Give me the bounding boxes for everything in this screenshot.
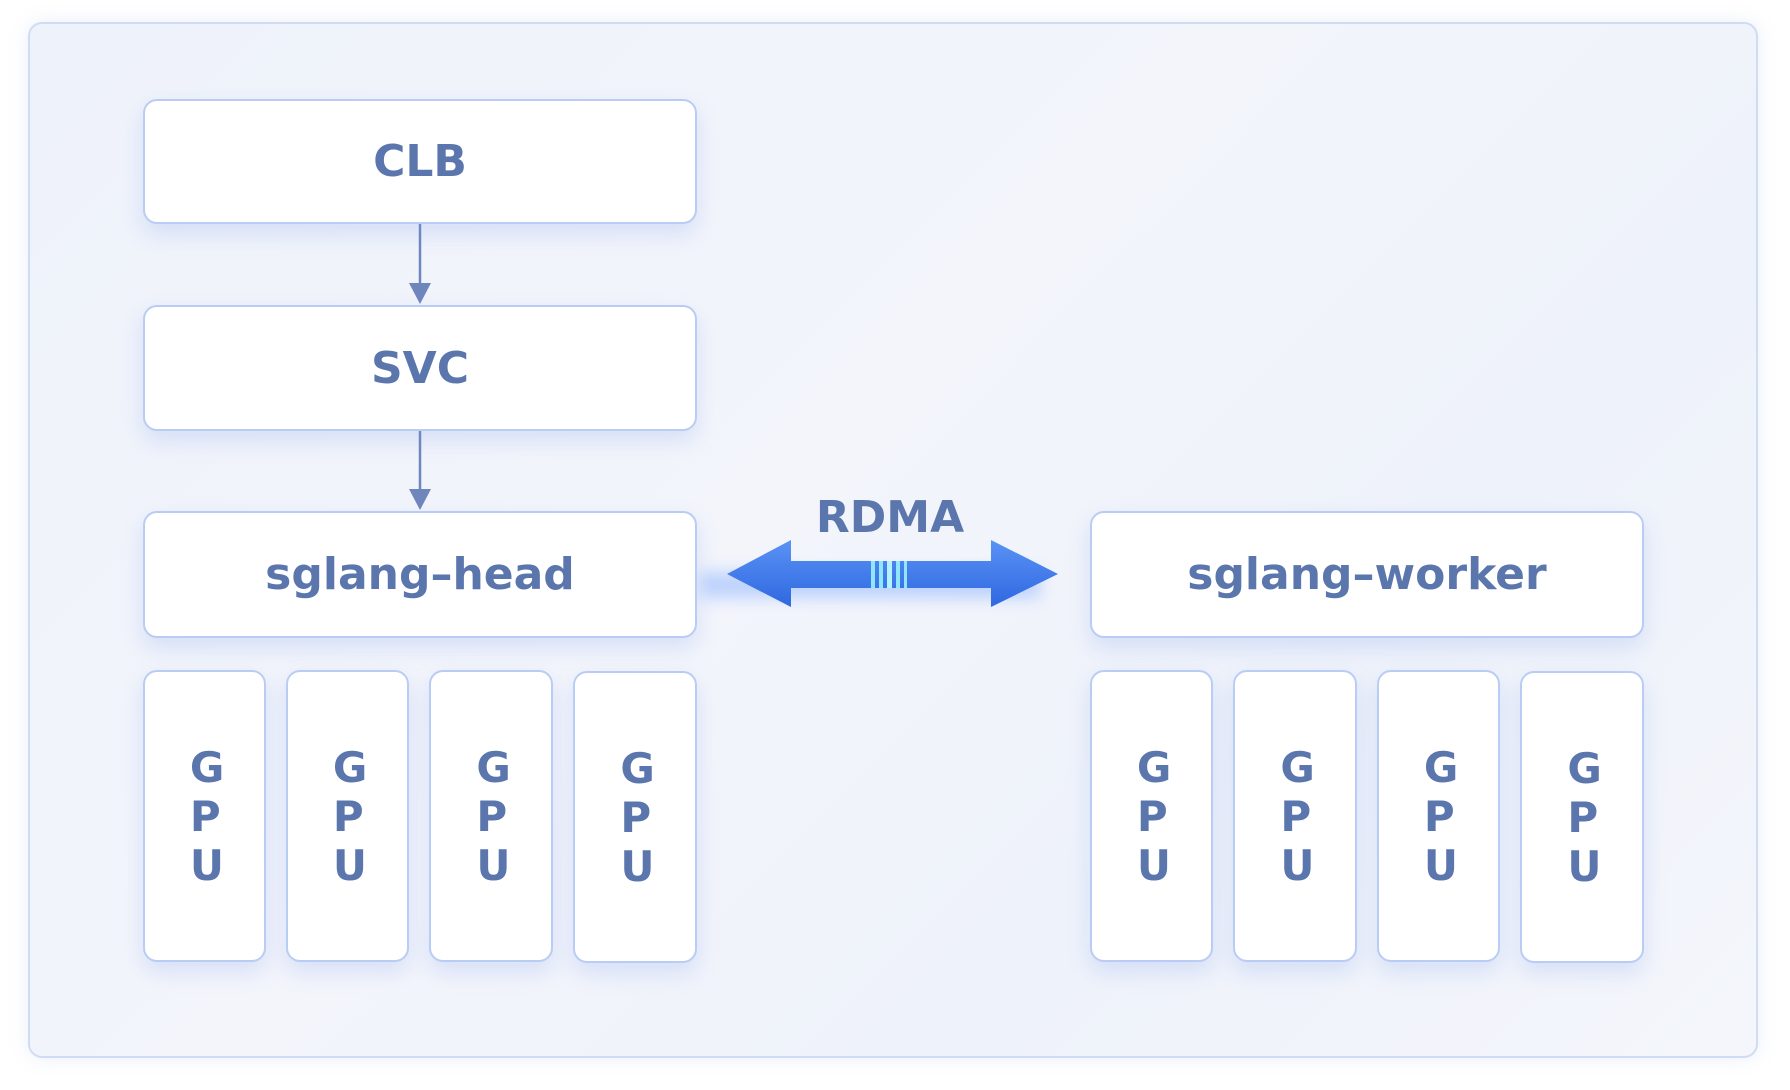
worker-gpu-4-label: GPU <box>1567 743 1602 891</box>
arrow-svc-to-head <box>409 431 431 510</box>
head-gpu-3: GPU <box>429 670 553 962</box>
head-gpu-1-label: GPU <box>189 742 225 890</box>
rdma-label: RDMA <box>815 492 965 543</box>
head-gpu-2: GPU <box>286 670 409 962</box>
worker-gpu-2-label: GPU <box>1280 742 1315 890</box>
clb-node: CLB <box>143 99 697 224</box>
worker-gpu-3: GPU <box>1377 670 1500 962</box>
sglang-worker-node: sglang–worker <box>1090 511 1644 638</box>
head-gpu-4: GPU <box>573 671 697 963</box>
worker-gpu-4: GPU <box>1520 671 1644 963</box>
svc-label: SVC <box>370 342 470 394</box>
head-gpu-2-label: GPU <box>332 742 368 890</box>
worker-gpu-1: GPU <box>1090 670 1213 962</box>
rdma-signal-stripes <box>871 561 907 588</box>
head-gpu-3-label: GPU <box>476 742 511 890</box>
head-gpu-4-label: GPU <box>620 743 655 891</box>
worker-gpu-3-label: GPU <box>1423 742 1459 890</box>
worker-gpu-2: GPU <box>1233 670 1357 962</box>
sglang-worker-label: sglang–worker <box>1187 549 1547 600</box>
sglang-head-label: sglang–head <box>265 549 575 600</box>
worker-gpu-1-label: GPU <box>1136 742 1172 890</box>
clb-label: CLB <box>373 136 467 187</box>
arrow-clb-to-svc <box>409 224 431 304</box>
head-gpu-1: GPU <box>143 670 266 962</box>
sglang-head-node: sglang–head <box>143 511 697 638</box>
rdma-double-arrow <box>700 540 1058 607</box>
svc-node: SVC <box>143 305 697 431</box>
